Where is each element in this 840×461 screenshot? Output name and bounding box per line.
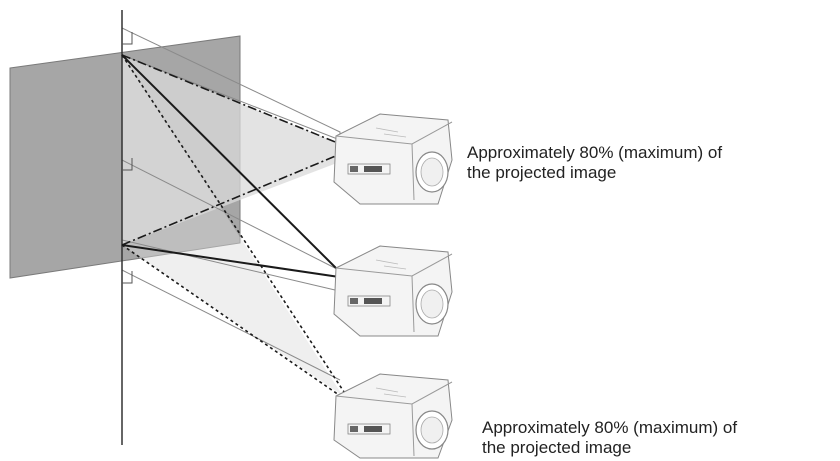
projector-icon	[333, 373, 453, 459]
projector-icon	[333, 245, 453, 337]
callout-line: the projected image	[467, 163, 617, 182]
upper-beam-edge	[121, 54, 351, 149]
screen-frame-edge	[121, 269, 341, 381]
screen-frame-edge	[121, 239, 336, 291]
upper-beam-edge	[121, 149, 351, 246]
upper-beam	[122, 55, 350, 245]
right-angle-marker	[122, 158, 133, 171]
lower-beam	[122, 55, 352, 410]
right-angle-marker	[122, 32, 133, 45]
lower-shift-callout: Approximately 80% (maximum) of the proje…	[482, 418, 737, 458]
callout-line: Approximately 80% (maximum) of	[482, 418, 738, 437]
callout-line: Approximately 80% (maximum) of	[467, 143, 723, 162]
center-beam-edge	[121, 54, 347, 279]
upper-shift-callout: Approximately 80% (maximum) of the proje…	[467, 143, 722, 183]
center-beam-edge	[121, 244, 347, 279]
lower-beam-edge	[121, 54, 353, 405]
projector-icon	[333, 113, 453, 205]
callout-line: the projected image	[482, 438, 632, 457]
right-angle-marker	[122, 271, 133, 284]
lower-beam-edge	[121, 244, 353, 405]
screen-frame-edge	[121, 159, 336, 269]
